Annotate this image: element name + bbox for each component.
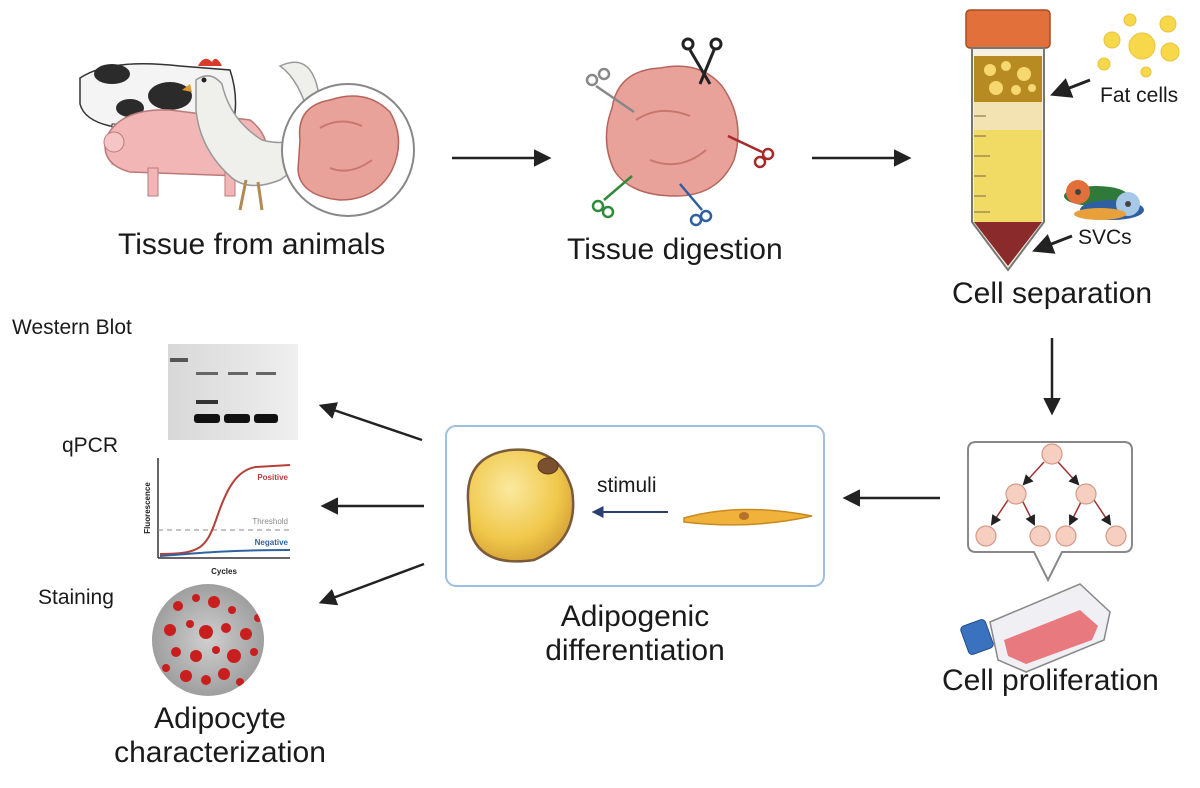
digestion-illustration	[585, 37, 775, 227]
label-stimuli: stimuli	[597, 474, 657, 497]
qpcr-negative-label: Negative	[255, 538, 289, 547]
tube-cap	[965, 9, 1051, 49]
label-cell-separation: Cell separation	[952, 277, 1153, 310]
label-tissue-digestion: Tissue digestion	[567, 233, 783, 266]
adipocyte-icon	[466, 448, 575, 563]
label-characterization-line2: characterization	[114, 736, 326, 769]
centrifuge-tube	[965, 9, 1051, 272]
qpcr-ylabel: Fluorescence	[143, 482, 152, 534]
proliferation-illustration	[960, 441, 1133, 673]
positive-curve	[159, 464, 291, 555]
qpcr-positive-label: Positive	[257, 473, 288, 482]
arrow-to-staining	[318, 562, 425, 606]
arrow-to-western-blot	[318, 402, 423, 442]
svc-pellet	[974, 222, 1042, 266]
forceps-blue-icon	[679, 183, 713, 227]
qpcr-xlabel: Cycles	[211, 567, 237, 576]
label-tissue-from-animals: Tissue from animals	[118, 228, 386, 261]
digested-tissue	[605, 65, 739, 197]
tissue-sample	[297, 95, 400, 201]
label-staining: Staining	[38, 586, 114, 609]
negative-curve	[159, 549, 291, 557]
label-adipogenic-line2: differentiation	[545, 634, 725, 667]
svc-cells-icon	[1064, 180, 1144, 220]
label-svcs: SVCs	[1078, 226, 1132, 249]
staining-image	[152, 584, 264, 696]
callout-box	[967, 441, 1133, 583]
label-adipocyte-characterization: Adipocyte characterization	[110, 702, 330, 770]
qpcr-threshold-label: Threshold	[252, 517, 288, 526]
scissors-icon	[681, 37, 723, 85]
forceps-green-icon	[591, 175, 633, 219]
forceps-red-icon	[727, 134, 775, 169]
qpcr-plot: Fluorescence Cycles Positive Threshold N…	[143, 458, 291, 576]
label-cell-proliferation: Cell proliferation	[942, 664, 1159, 697]
forceps-gray-icon	[585, 67, 635, 114]
label-qpcr: qPCR	[62, 434, 119, 457]
label-western-blot: Western Blot	[12, 316, 132, 339]
fat-cells-icon	[1097, 13, 1180, 78]
label-fat-cells: Fat cells	[1100, 84, 1179, 107]
flask-cap	[960, 619, 994, 655]
label-characterization-line1: Adipocyte	[154, 702, 286, 735]
animals-illustration	[79, 58, 415, 217]
label-adipogenic-line1: Adipogenic	[560, 600, 710, 633]
label-adipogenic-differentiation: Adipogenic differentiation	[520, 600, 750, 668]
western-blot-image	[168, 344, 298, 440]
